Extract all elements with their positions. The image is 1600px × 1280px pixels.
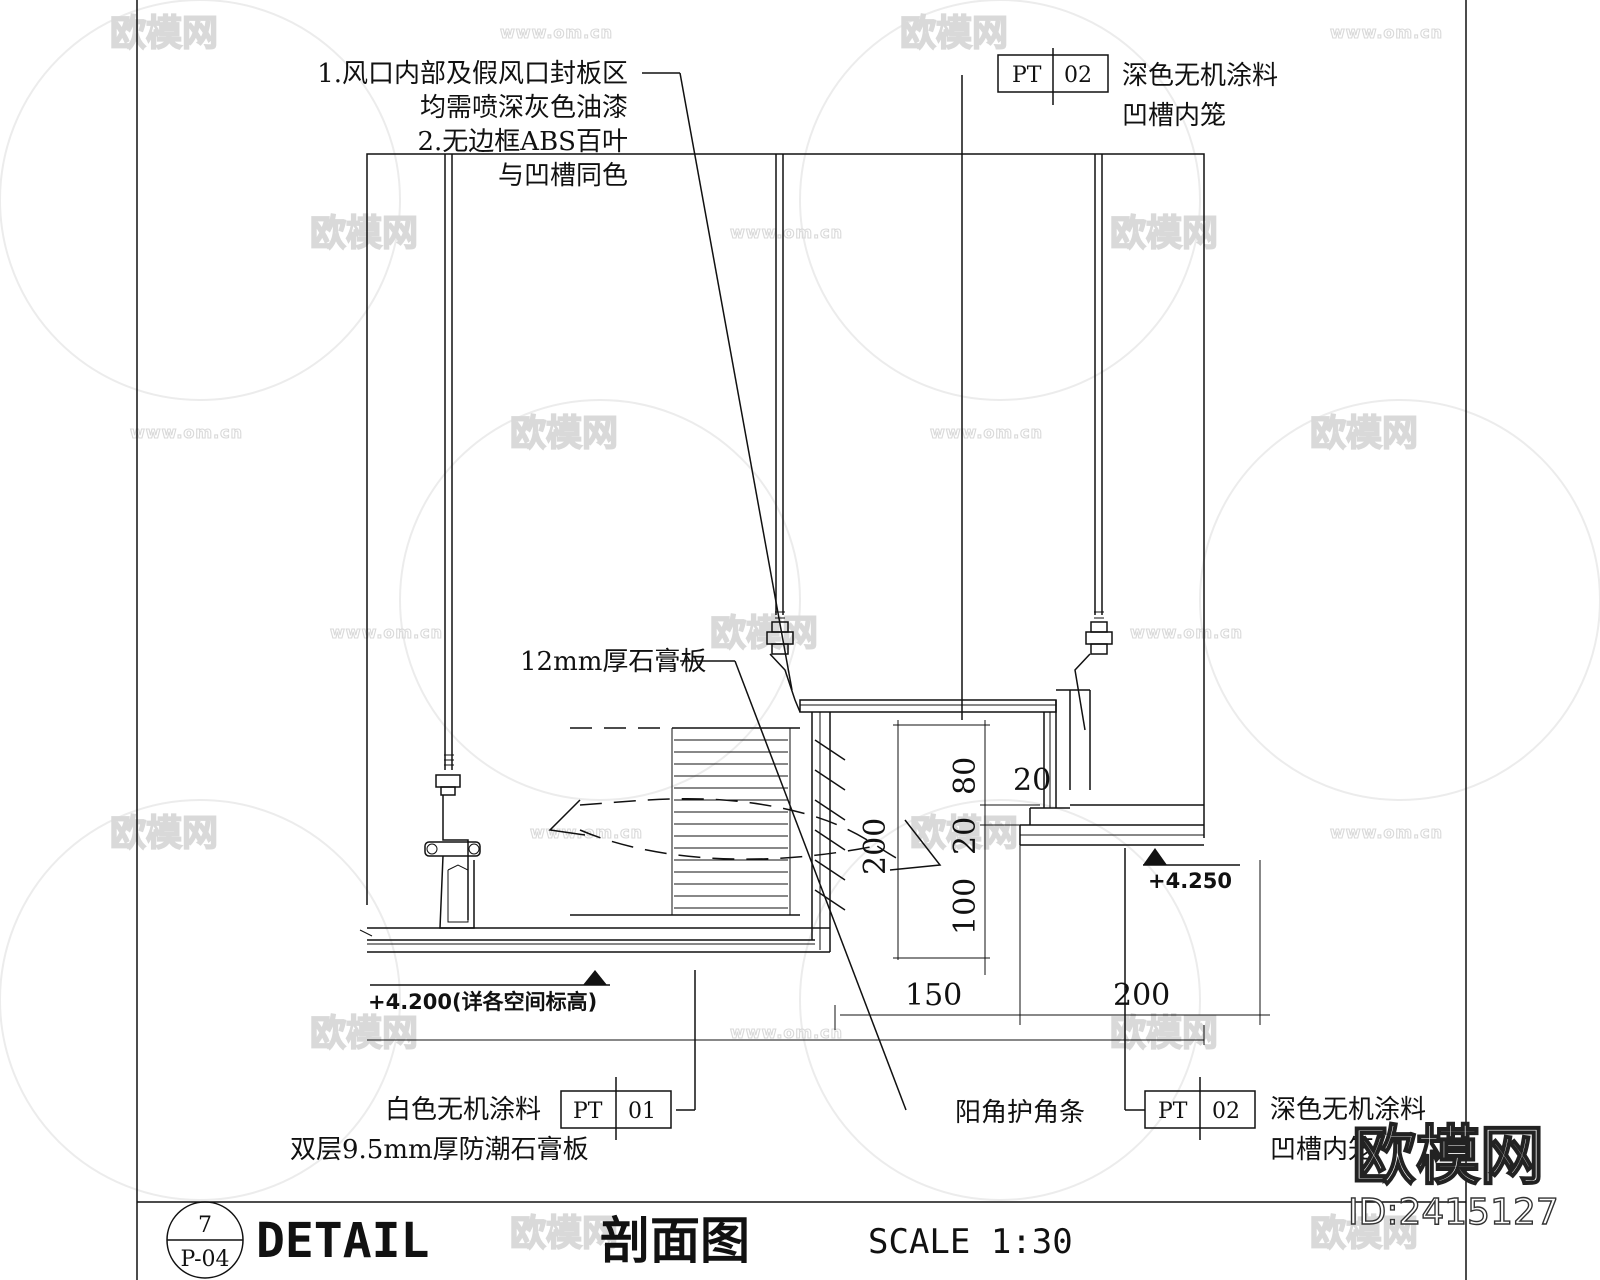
watermark-url: www.om.cn xyxy=(1330,823,1443,842)
recess-bottom-label: 凹槽内笼 xyxy=(1270,1135,1374,1165)
leader-lines xyxy=(642,72,1145,1111)
vent-hanger-hardware xyxy=(766,621,1113,731)
section-title: 剖面图 xyxy=(600,1212,750,1270)
watermark-logo: 欧模网 xyxy=(1110,1013,1218,1054)
watermark-logo: 欧模网 xyxy=(1310,413,1418,454)
watermark-url: www.om.cn xyxy=(1130,623,1243,642)
corner-guard-label: 阳角护角条 xyxy=(955,1098,1085,1128)
watermark-logo: 欧模网 xyxy=(110,13,218,54)
watermark-logo: 欧模网 xyxy=(900,13,1008,54)
dim-200-vertical: 200 xyxy=(858,818,893,875)
ceiling-void-outline xyxy=(366,153,1205,905)
dark-coating-top-label: 深色无机涂料 xyxy=(1122,61,1278,91)
dark-coating-bottom-label: 深色无机涂料 xyxy=(1270,1095,1426,1125)
vent-note-line-1: 1.风口内部及假风口封板区 xyxy=(317,59,628,89)
vent-note-line-3: 2.无边框ABS百叶 xyxy=(417,127,628,157)
louver-grille xyxy=(570,727,846,916)
hanger-rods xyxy=(444,154,1104,770)
watermark-logo: 欧模网 xyxy=(710,613,818,654)
elevation-markers xyxy=(370,848,1240,986)
sheet-reference: P-04 xyxy=(180,1247,229,1272)
material-tag-bottom-left: PT 01 xyxy=(560,1077,672,1140)
tag-code: PT xyxy=(573,1099,603,1124)
watermark-logo: 欧模网 xyxy=(310,213,418,254)
recess-top-label: 凹槽内笼 xyxy=(1122,101,1226,131)
tag-code: PT xyxy=(1012,63,1042,88)
dim-20-lower: 20 xyxy=(948,817,983,855)
white-coating-label: 白色无机涂料 xyxy=(385,1095,541,1125)
tag-number: 01 xyxy=(628,1099,656,1124)
dimension-lines xyxy=(367,720,1270,1045)
watermark-logo: 欧模网 xyxy=(310,1013,418,1054)
tag-number: 02 xyxy=(1064,63,1092,88)
airflow-arrow xyxy=(548,798,942,871)
watermark-logo: 欧模网 xyxy=(510,413,618,454)
double-gypsum-label: 双层9.5mm厚防潮石膏板 xyxy=(290,1135,589,1165)
watermark-url: www.om.cn xyxy=(130,423,243,442)
main-ceiling-board xyxy=(359,927,830,953)
material-tag-bottom-right: PT 02 xyxy=(1144,1077,1256,1140)
watermark-url: www.om.cn xyxy=(730,1023,843,1042)
elevation-upper: +4.250 xyxy=(1148,869,1232,893)
tag-number: 02 xyxy=(1212,1099,1240,1124)
watermark-logo: 欧模网 xyxy=(1310,1213,1418,1254)
watermark-url: www.om.cn xyxy=(1330,23,1443,42)
watermark-url: www.om.cn xyxy=(500,23,613,42)
tag-code: PT xyxy=(1158,1099,1188,1124)
watermark-logo: 欧模网 xyxy=(510,1213,618,1254)
sheet-border xyxy=(136,0,1467,1280)
scale-label: SCALE 1:30 xyxy=(868,1222,1073,1262)
watermark-logo: 欧模网 xyxy=(1110,213,1218,254)
dim-80: 80 xyxy=(948,757,983,795)
elevation-lower: +4.200(详各空间标高) xyxy=(368,990,597,1014)
gypsum-12mm-label: 12mm厚石膏板 xyxy=(520,647,706,677)
watermark-url: www.om.cn xyxy=(330,623,443,642)
dim-20-upper: 20 xyxy=(1013,763,1051,798)
detail-label: DETAIL xyxy=(256,1213,429,1269)
material-tag-top: PT 02 xyxy=(997,48,1109,105)
watermark-logo: 欧模网 xyxy=(110,813,218,854)
watermark-url: www.om.cn xyxy=(930,423,1043,442)
detail-title-block: 7 P-04 DETAIL 剖面图 SCALE 1:30 xyxy=(166,1201,1073,1279)
dim-150: 150 xyxy=(905,978,962,1013)
watermark-url: www.om.cn xyxy=(730,223,843,242)
brand-id: ID:2415127 xyxy=(1348,1192,1559,1233)
vent-box xyxy=(799,689,1204,952)
brand-watermark: 欧模网 xyxy=(1352,1120,1544,1194)
vent-note-line-4: 与凹槽同色 xyxy=(498,161,628,191)
dim-200-horizontal: 200 xyxy=(1113,978,1170,1013)
vent-note-line-2: 均需喷深灰色油漆 xyxy=(420,93,628,123)
detail-number: 7 xyxy=(198,1213,212,1238)
left-hanger-bracket xyxy=(424,774,481,929)
dim-100: 100 xyxy=(948,878,983,935)
